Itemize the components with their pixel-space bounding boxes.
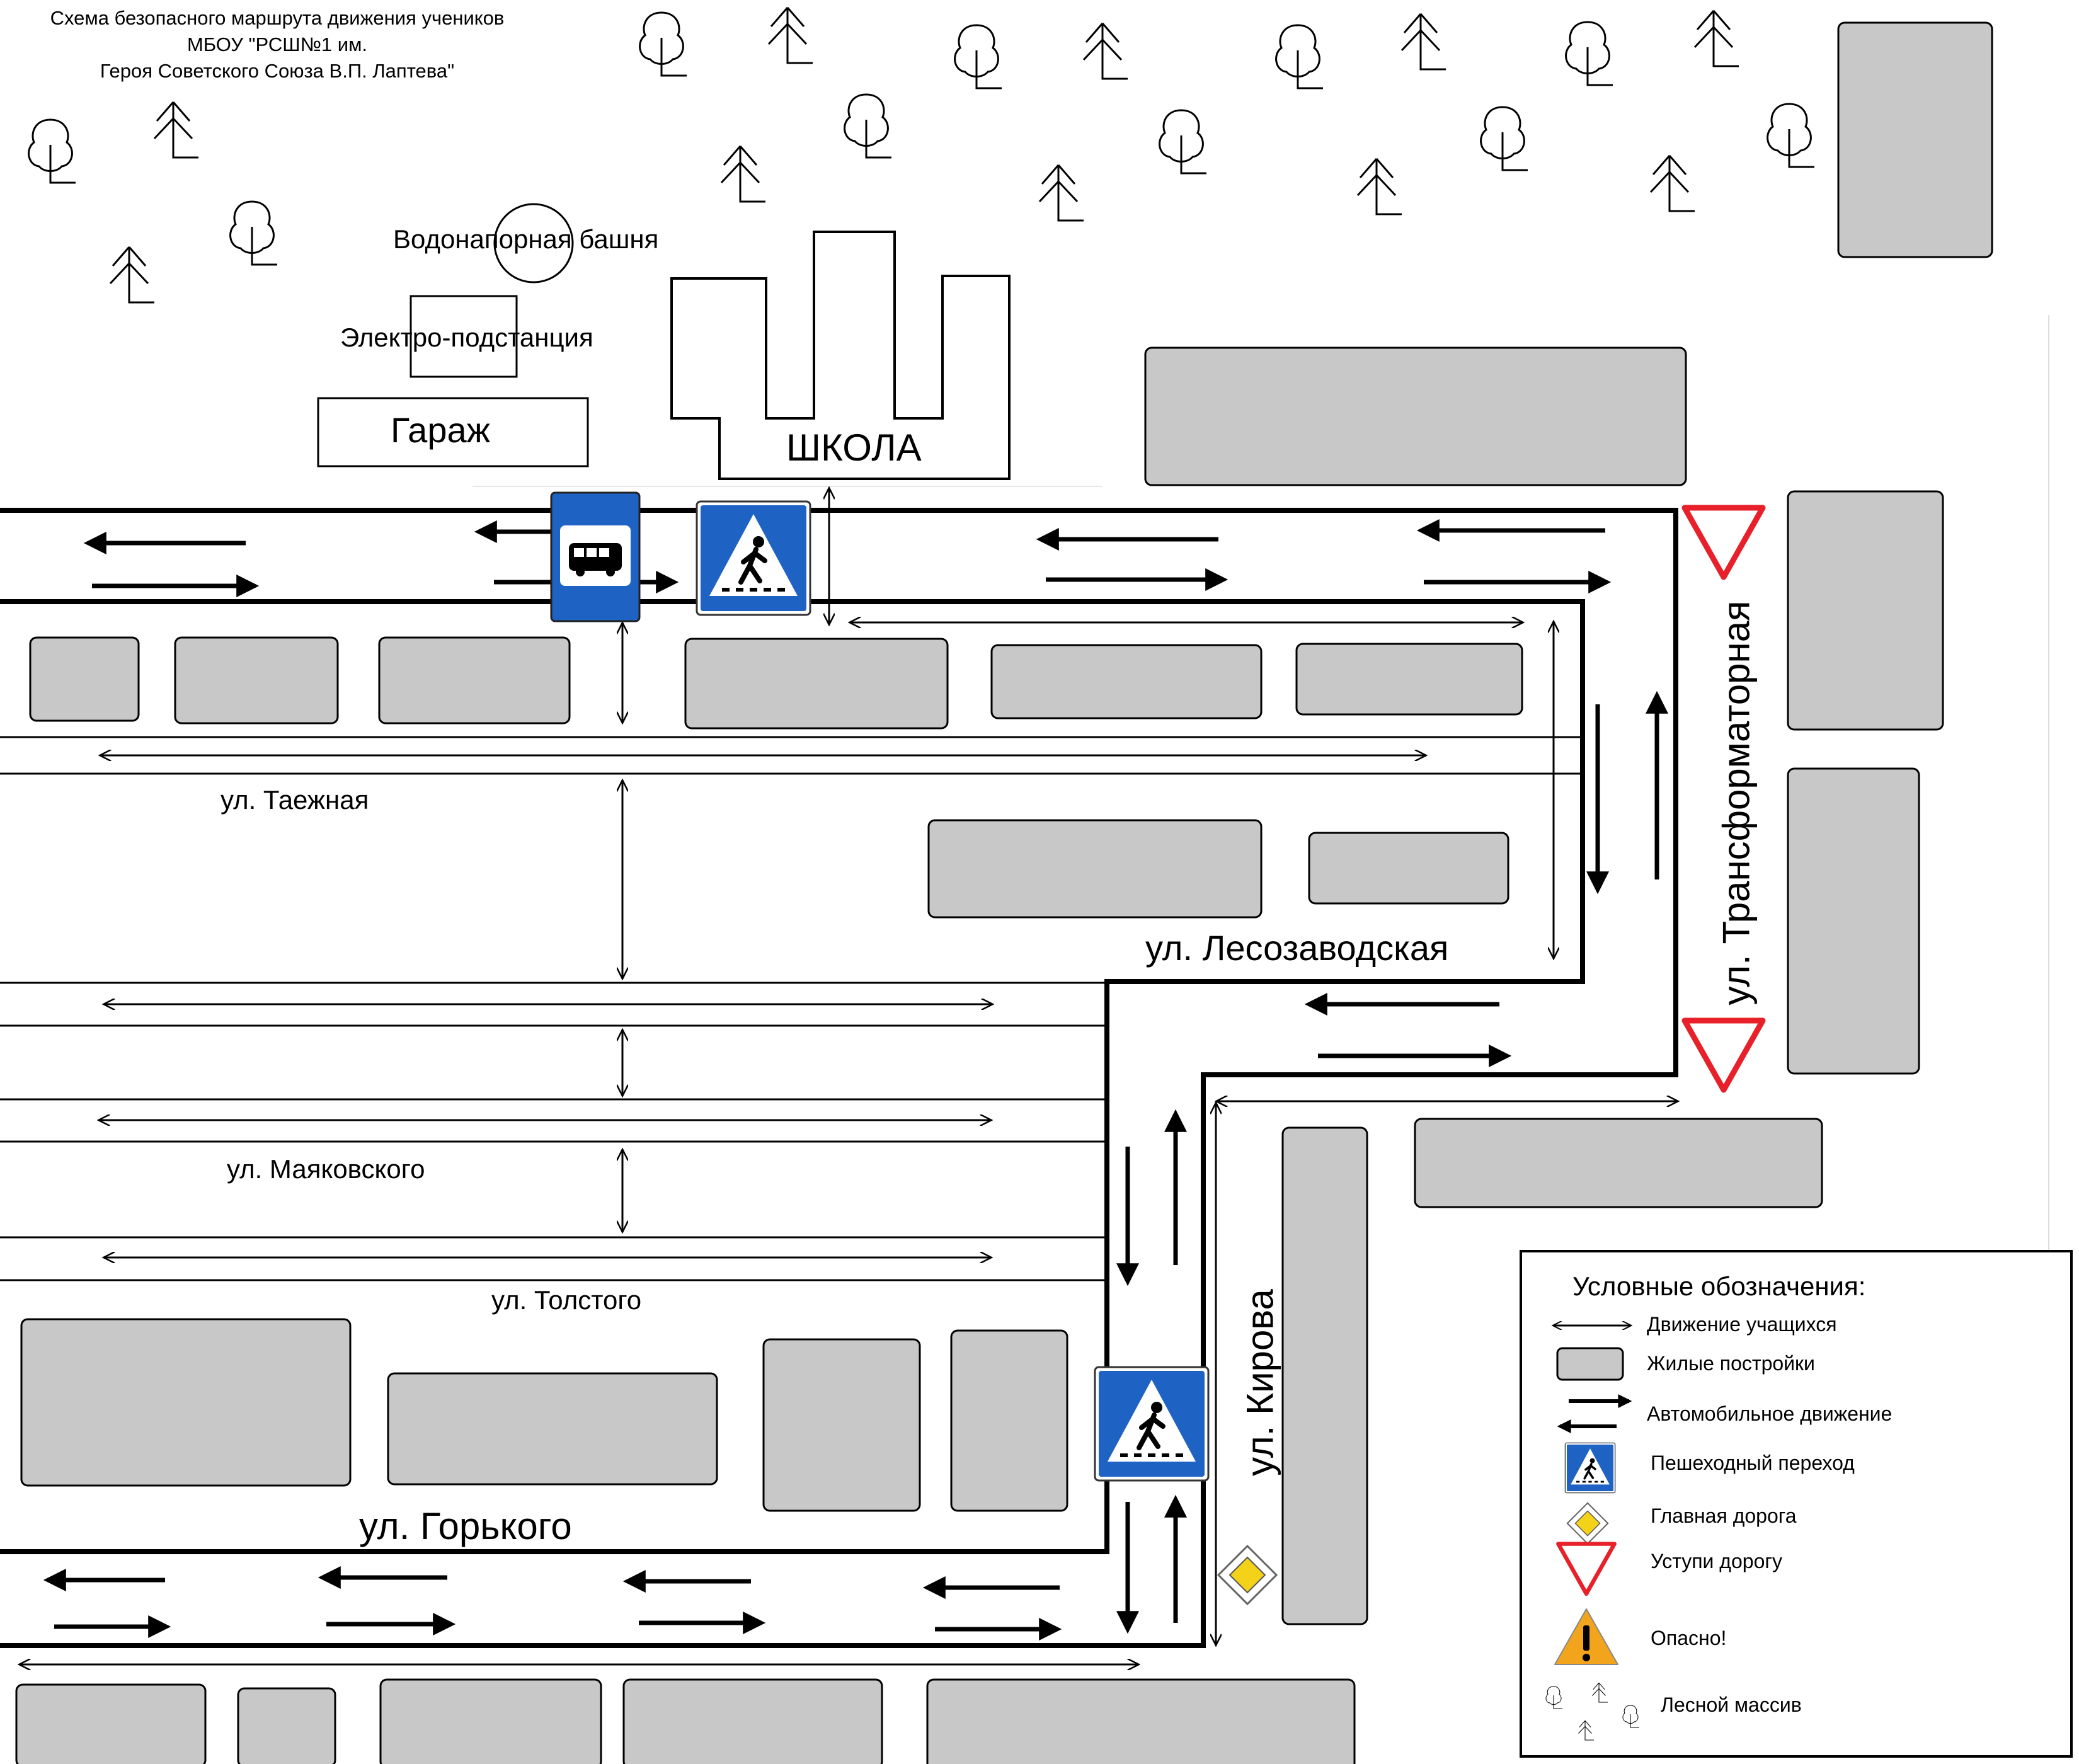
legend: Условные обозначения: — [1520, 1250, 2073, 1758]
legend-crosswalk-icon — [1564, 1441, 1617, 1494]
water-tower-label: Водонапорная башня — [393, 224, 659, 254]
yield-sign-bottom — [1685, 1021, 1763, 1090]
legend-item-danger: Опасно! — [1651, 1627, 1727, 1649]
school-outline — [670, 231, 1011, 480]
title-line-3: Героя Советского Союза В.П. Лаптева" — [100, 60, 455, 82]
main-road-sign — [1217, 1545, 1278, 1605]
legend-item-forest: Лесной массив — [1661, 1693, 1802, 1716]
legend-yield-icon — [1558, 1544, 1614, 1594]
street-label-mayakovskogo: ул. Маяковского — [227, 1154, 425, 1184]
street-label-gorkogo: ул. Горького — [359, 1505, 572, 1547]
road-outlines — [0, 486, 1678, 1648]
street-label-lesozavodskaya: ул. Лесозаводская — [1145, 928, 1449, 968]
yield-sign-top — [1685, 508, 1763, 577]
garage-outline — [317, 397, 589, 467]
street-label-tolstogo: ул. Толстого — [491, 1285, 642, 1315]
forest-trees — [28, 6, 1816, 304]
legend-item-main-road: Главная дорога — [1651, 1504, 1797, 1527]
legend-danger-icon — [1554, 1608, 1618, 1665]
legend-main-road-icon — [1566, 1502, 1609, 1545]
car-traffic-arrows — [43, 519, 1668, 1641]
crosswalk-sign-taezhnaya — [697, 501, 810, 615]
map-title: Схема безопасного маршрута движения учен… — [0, 5, 554, 84]
street-label-kirova: ул. Кирова — [1239, 1289, 1281, 1476]
street-label-taezhnaya: ул. Таежная — [220, 785, 369, 815]
legend-item-residential: Жилые постройки — [1647, 1352, 1815, 1375]
title-line-1: Схема безопасного маршрута движения учен… — [50, 7, 505, 29]
water-tower-outline — [493, 203, 574, 284]
legend-forest-icon — [1545, 1682, 1640, 1741]
student-route-arrows — [20, 489, 1677, 1664]
substation-outline — [410, 295, 518, 378]
building — [1144, 346, 1687, 486]
legend-item-yield: Уступи дорогу — [1651, 1550, 1783, 1572]
building — [1837, 21, 1993, 258]
legend-item-student-route: Движение учащихся — [1647, 1313, 1837, 1336]
legend-item-crosswalk: Пешеходный переход — [1651, 1452, 1855, 1474]
bus-stop-sign — [550, 491, 641, 622]
school-label: ШКОЛА — [786, 427, 922, 469]
legend-item-car-traffic: Автомобильное движение — [1647, 1402, 1893, 1425]
legend-title: Условные обозначения: — [1572, 1271, 1866, 1301]
legend-building-icon — [1556, 1347, 1624, 1381]
legend-symbols — [1545, 1252, 1640, 1741]
title-line-2: МБОУ "РСШ№1 им. — [186, 33, 368, 55]
top-facilities — [317, 21, 2049, 1260]
substation-label: Электро-подстанция — [340, 323, 593, 352]
street-label-transformatornaya: ул. Трансформаторная — [1715, 600, 1758, 1005]
crosswalk-sign-kirova — [1095, 1367, 1208, 1480]
residential-buildings — [15, 490, 1944, 1764]
garage-label: Гараж — [391, 410, 491, 450]
